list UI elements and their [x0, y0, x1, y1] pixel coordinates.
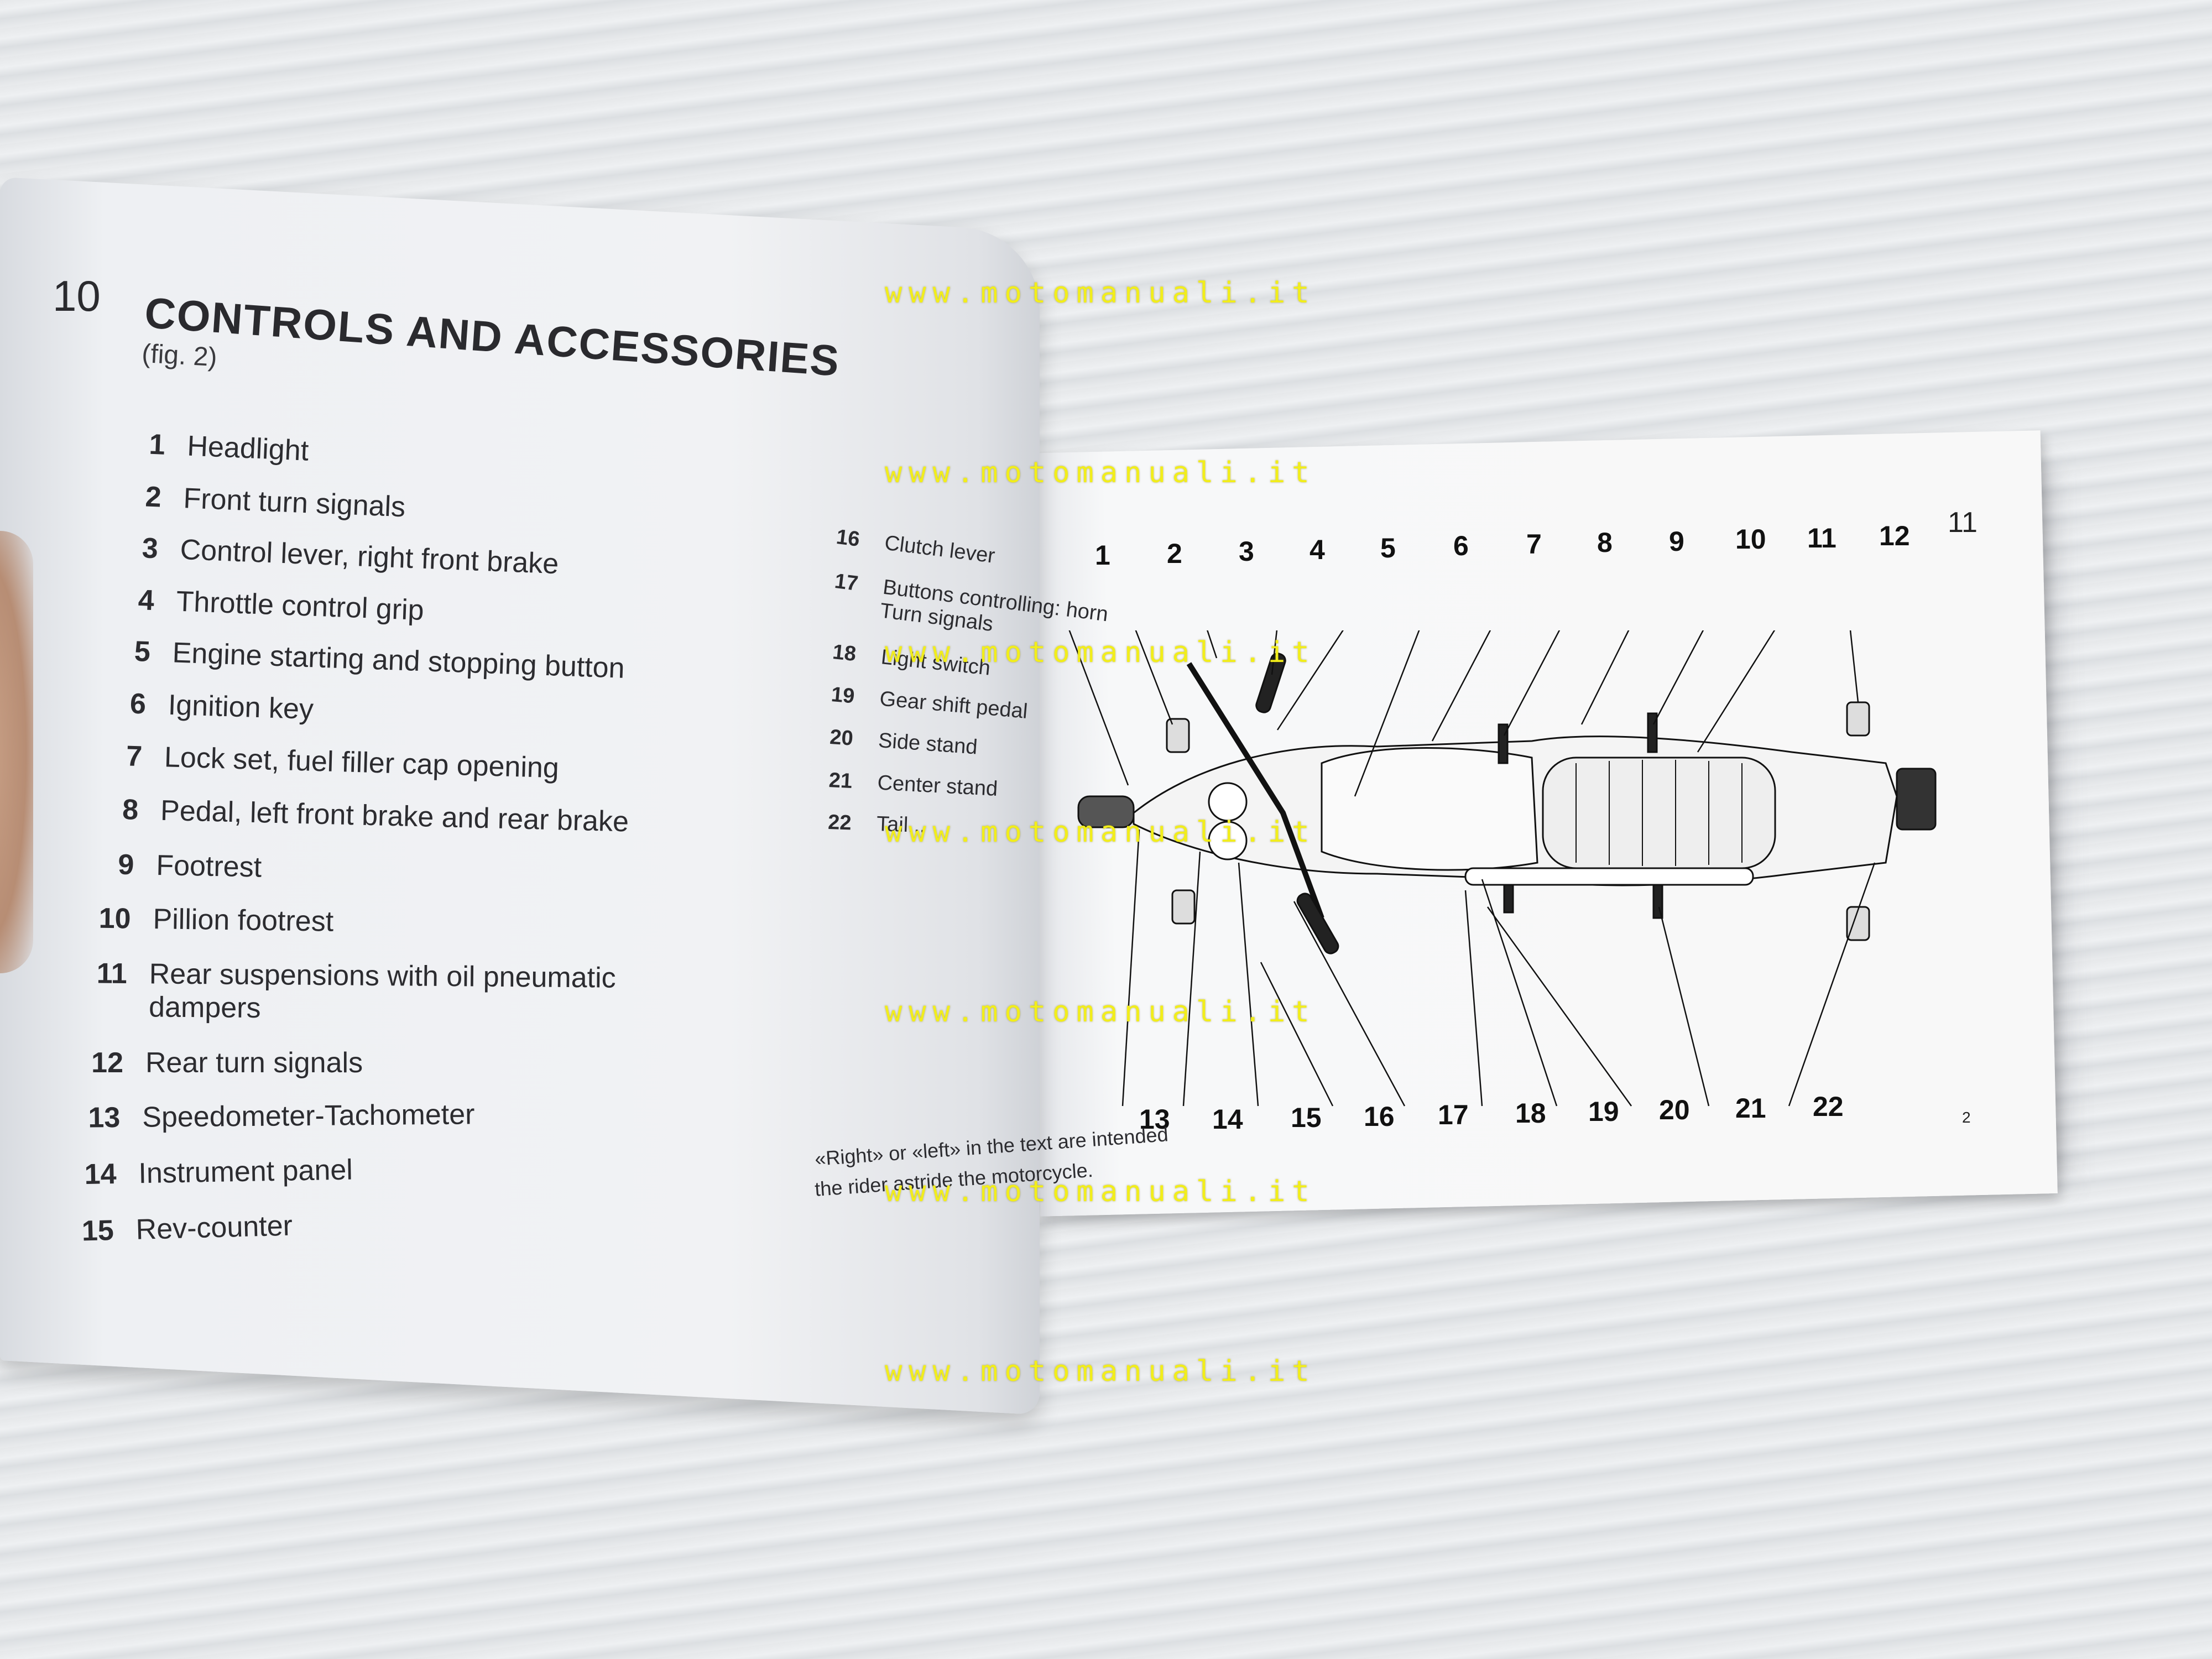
callout-number: 13	[1139, 1104, 1170, 1135]
watermark: www.motomanuali.it	[885, 456, 1316, 489]
figure-reference: (fig. 2)	[141, 338, 218, 373]
item-label: Ignition key	[168, 688, 314, 726]
item-number: 12	[91, 1047, 123, 1079]
callout-number: 5	[1380, 533, 1396, 564]
item-label: Rev-counter	[135, 1209, 293, 1246]
item-label: Footrest	[155, 849, 262, 884]
pillion-footrest-right	[1647, 712, 1658, 753]
callout-number: 2	[1167, 538, 1182, 569]
item-number: 10	[98, 902, 131, 935]
item-label: Rear turn signals	[145, 1047, 363, 1079]
item-number: 1	[148, 428, 166, 461]
item-number: 18	[831, 640, 858, 666]
seat	[1542, 757, 1776, 869]
item-number: 14	[84, 1157, 117, 1191]
rear-turn-signal-left	[1846, 906, 1870, 941]
item-number: 20	[829, 726, 854, 750]
callout-number: 12	[1879, 520, 1910, 551]
item-number: 22	[827, 811, 852, 835]
exhaust-left	[1464, 867, 1754, 886]
left-page-number: 10	[53, 272, 101, 320]
item-number: 11	[96, 957, 127, 990]
front-turn-signal-right	[1166, 718, 1190, 753]
callout-number: 18	[1515, 1098, 1546, 1129]
right-page-number: 11	[1948, 507, 1978, 539]
thumb	[0, 531, 33, 973]
callout-number: 8	[1597, 527, 1613, 558]
callout-number: 20	[1659, 1094, 1690, 1125]
throttle-grip	[1255, 653, 1286, 713]
list-item: 15 Rev-counter	[50, 1209, 293, 1249]
rear-turn-signal-right	[1846, 701, 1870, 737]
motorcycle-diagram	[1068, 630, 1937, 1107]
rear-tyre	[1896, 768, 1937, 831]
callout-number: 3	[1239, 536, 1254, 567]
list-item: 13 Speedometer-Tachometer	[56, 1098, 475, 1135]
item-number: 17	[833, 570, 859, 596]
item-number: 16	[834, 525, 861, 551]
callout-number: 1	[1095, 540, 1110, 571]
callout-number: 14	[1212, 1104, 1243, 1135]
item-label: Rear suspensions with oil pneumatic	[149, 958, 616, 994]
item-label: Pillion footrest	[153, 903, 334, 938]
item-number: 19	[830, 683, 856, 708]
item-number: 5	[133, 635, 151, 668]
item-number: 6	[129, 687, 147, 721]
fuel-tank	[1321, 747, 1538, 871]
callout-number: 22	[1813, 1091, 1844, 1122]
watermark: www.motomanuali.it	[885, 816, 1316, 849]
item-label: Speedometer-Tachometer	[142, 1098, 475, 1134]
leader-lines	[1068, 630, 1876, 1107]
list-item: 14 Instrument panel	[53, 1154, 353, 1192]
callout-number: 11	[1807, 523, 1837, 554]
front-tyre	[1077, 795, 1135, 828]
callout-number: 16	[1364, 1101, 1395, 1132]
callout-number: 19	[1588, 1096, 1619, 1127]
front-turn-signal-left	[1171, 889, 1196, 925]
speedometer	[1208, 782, 1248, 822]
callout-number: 7	[1526, 529, 1542, 560]
item-number: 2	[144, 481, 162, 514]
list-item: 12 Rear turn signals	[60, 1046, 363, 1079]
item-number: 8	[122, 794, 139, 826]
item-label: Headlight	[186, 430, 310, 467]
watermark: www.motomanuali.it	[885, 636, 1316, 669]
watermark: www.motomanuali.it	[885, 995, 1316, 1029]
item-number: 7	[126, 740, 143, 773]
callout-number: 15	[1291, 1102, 1322, 1133]
callout-number: 10	[1735, 524, 1766, 555]
rev-counter	[1208, 821, 1248, 860]
list-item: 9 Footrest	[70, 847, 262, 884]
callout-number: 21	[1735, 1093, 1766, 1124]
callout-number: 17	[1438, 1099, 1469, 1130]
callout-number: 4	[1310, 534, 1325, 565]
item-label: Instrument panel	[138, 1154, 353, 1190]
callout-number: 9	[1669, 526, 1684, 557]
item-label-continuation: dampers	[148, 991, 261, 1025]
list-item: 10 Pillion footrest	[67, 901, 333, 938]
item-number: 3	[141, 532, 159, 565]
handlebar	[1186, 662, 1324, 919]
item-number: 4	[137, 584, 155, 617]
figure-number: 2	[1962, 1109, 1971, 1126]
watermark: www.motomanuali.it	[885, 1355, 1316, 1388]
callout-number: 6	[1453, 530, 1469, 561]
item-number: 15	[81, 1214, 114, 1248]
item-number: 13	[88, 1101, 121, 1134]
watermark: www.motomanuali.it	[885, 1175, 1316, 1208]
item-number: 21	[828, 769, 853, 794]
item-number: 9	[117, 848, 134, 881]
watermark: www.motomanuali.it	[885, 276, 1316, 310]
left-grip	[1296, 893, 1339, 954]
